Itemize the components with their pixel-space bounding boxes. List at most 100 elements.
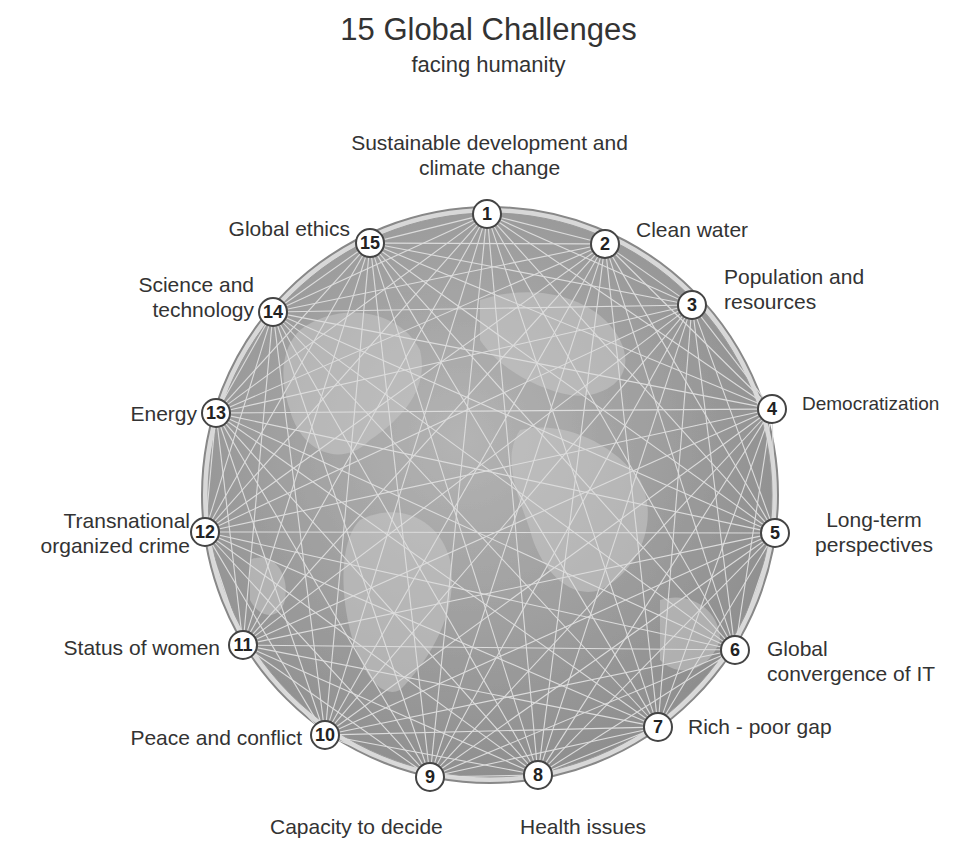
- link-line: [250, 227, 479, 632]
- link-line: [385, 246, 678, 302]
- challenge-number: 7: [645, 714, 671, 740]
- challenge-label: Rich - poor gap: [688, 714, 878, 739]
- link-line: [607, 259, 657, 712]
- link-line: [220, 412, 758, 529]
- link-line: [288, 315, 758, 406]
- challenge-circle: 14Science and technology: [258, 297, 288, 327]
- link-line: [255, 654, 417, 769]
- challenge-number: 4: [759, 396, 785, 422]
- link-line: [332, 257, 597, 722]
- challenge-circle: 7Rich - poor gap: [643, 712, 673, 742]
- challenge-number: 11: [230, 632, 256, 658]
- globe-ring: [202, 207, 778, 783]
- link-line: [494, 227, 727, 637]
- link-line: [285, 252, 358, 304]
- link-line: [326, 258, 368, 720]
- challenge-circle: 10Peace and conflict: [310, 720, 340, 750]
- challenge-circle: 1Sustainable development and climate cha…: [472, 199, 502, 229]
- link-line: [659, 320, 691, 712]
- challenge-number: 3: [679, 292, 705, 318]
- link-line: [213, 545, 318, 722]
- subtitle: facing humanity: [0, 52, 977, 78]
- link-line: [551, 658, 723, 767]
- link-line: [375, 257, 534, 760]
- link-line: [502, 218, 591, 241]
- link-line: [384, 249, 758, 404]
- link-line: [257, 415, 759, 639]
- challenge-circle: 2Clean water: [590, 229, 620, 259]
- challenge-circle: 12Transnational organized crime: [190, 517, 220, 547]
- challenge-label: Long-term perspectives: [799, 507, 949, 557]
- challenge-label: Democratization: [802, 391, 974, 416]
- link-line: [281, 325, 531, 762]
- challenge-label: Science and technology: [102, 272, 254, 322]
- link-line: [378, 256, 651, 714]
- challenge-circle: 6Global convergence of IT: [720, 635, 750, 665]
- link-line: [382, 252, 763, 525]
- link-line: [339, 539, 762, 729]
- challenge-number: 12: [192, 519, 218, 545]
- challenge-number: 14: [260, 299, 286, 325]
- challenge-circle: 5Long-term perspectives: [760, 518, 790, 548]
- link-line: [499, 223, 759, 401]
- challenge-label: Capacity to decide: [270, 814, 490, 839]
- link-line: [740, 547, 770, 636]
- link-line: [258, 645, 720, 650]
- diagram-title: 15 Global Challenges: [0, 12, 977, 48]
- challenge-label: Sustainable development and climate chan…: [347, 130, 632, 180]
- challenge-number: 1: [474, 201, 500, 227]
- challenge-number: 10: [312, 722, 338, 748]
- link-line: [372, 258, 429, 762]
- challenge-circle: 9Capacity to decide: [415, 762, 445, 792]
- link-line: [288, 305, 677, 311]
- link-line: [694, 320, 733, 635]
- link-line: [228, 422, 646, 719]
- challenge-label: Global ethics: [182, 216, 350, 241]
- link-line: [219, 538, 644, 721]
- challenge-label: Transnational organized crime: [8, 508, 190, 558]
- challenge-label: Peace and conflict: [92, 725, 302, 750]
- challenge-number: 8: [525, 762, 551, 788]
- link-line: [445, 775, 523, 776]
- link-line: [244, 327, 271, 630]
- challenge-circle: 13Energy: [201, 398, 231, 428]
- link-line: [540, 259, 603, 760]
- link-line: [285, 321, 723, 641]
- link-line: [772, 424, 774, 518]
- link-line: [380, 254, 725, 639]
- link-line: [385, 243, 590, 245]
- challenge-number: 6: [722, 637, 748, 663]
- link-line: [339, 741, 416, 772]
- challenge-number: 15: [357, 230, 383, 256]
- link-line: [230, 250, 591, 407]
- challenge-circle: 4Democratization: [757, 394, 787, 424]
- link-line: [617, 253, 679, 297]
- link-line: [218, 428, 242, 630]
- challenge-label: Clean water: [636, 217, 796, 242]
- link-line: [385, 218, 473, 240]
- link-line: [278, 326, 425, 763]
- link-line: [224, 426, 423, 764]
- challenge-circle: 11Status of women: [228, 630, 258, 660]
- link-line: [220, 532, 760, 533]
- link-line: [669, 661, 725, 717]
- challenge-number: 5: [762, 520, 788, 546]
- link-line: [283, 323, 648, 716]
- challenge-circle: 3Population and resources: [677, 290, 707, 320]
- link-line: [226, 424, 528, 764]
- link-line: [210, 546, 238, 631]
- link-line: [228, 223, 475, 404]
- challenge-label: Population and resources: [724, 264, 889, 314]
- challenge-label: Energy: [82, 401, 197, 426]
- challenge-number: 9: [417, 764, 443, 790]
- globe-disc: [208, 213, 772, 777]
- link-line: [275, 327, 323, 720]
- challenge-label: Global convergence of IT: [767, 636, 947, 686]
- link-line: [223, 325, 265, 400]
- link-line: [552, 733, 644, 770]
- challenge-number: 13: [203, 400, 229, 426]
- challenge-number: 2: [592, 231, 618, 257]
- challenge-label: Status of women: [12, 635, 220, 660]
- challenge-label: Health issues: [520, 814, 680, 839]
- challenge-circle: 15Global ethics: [355, 228, 385, 258]
